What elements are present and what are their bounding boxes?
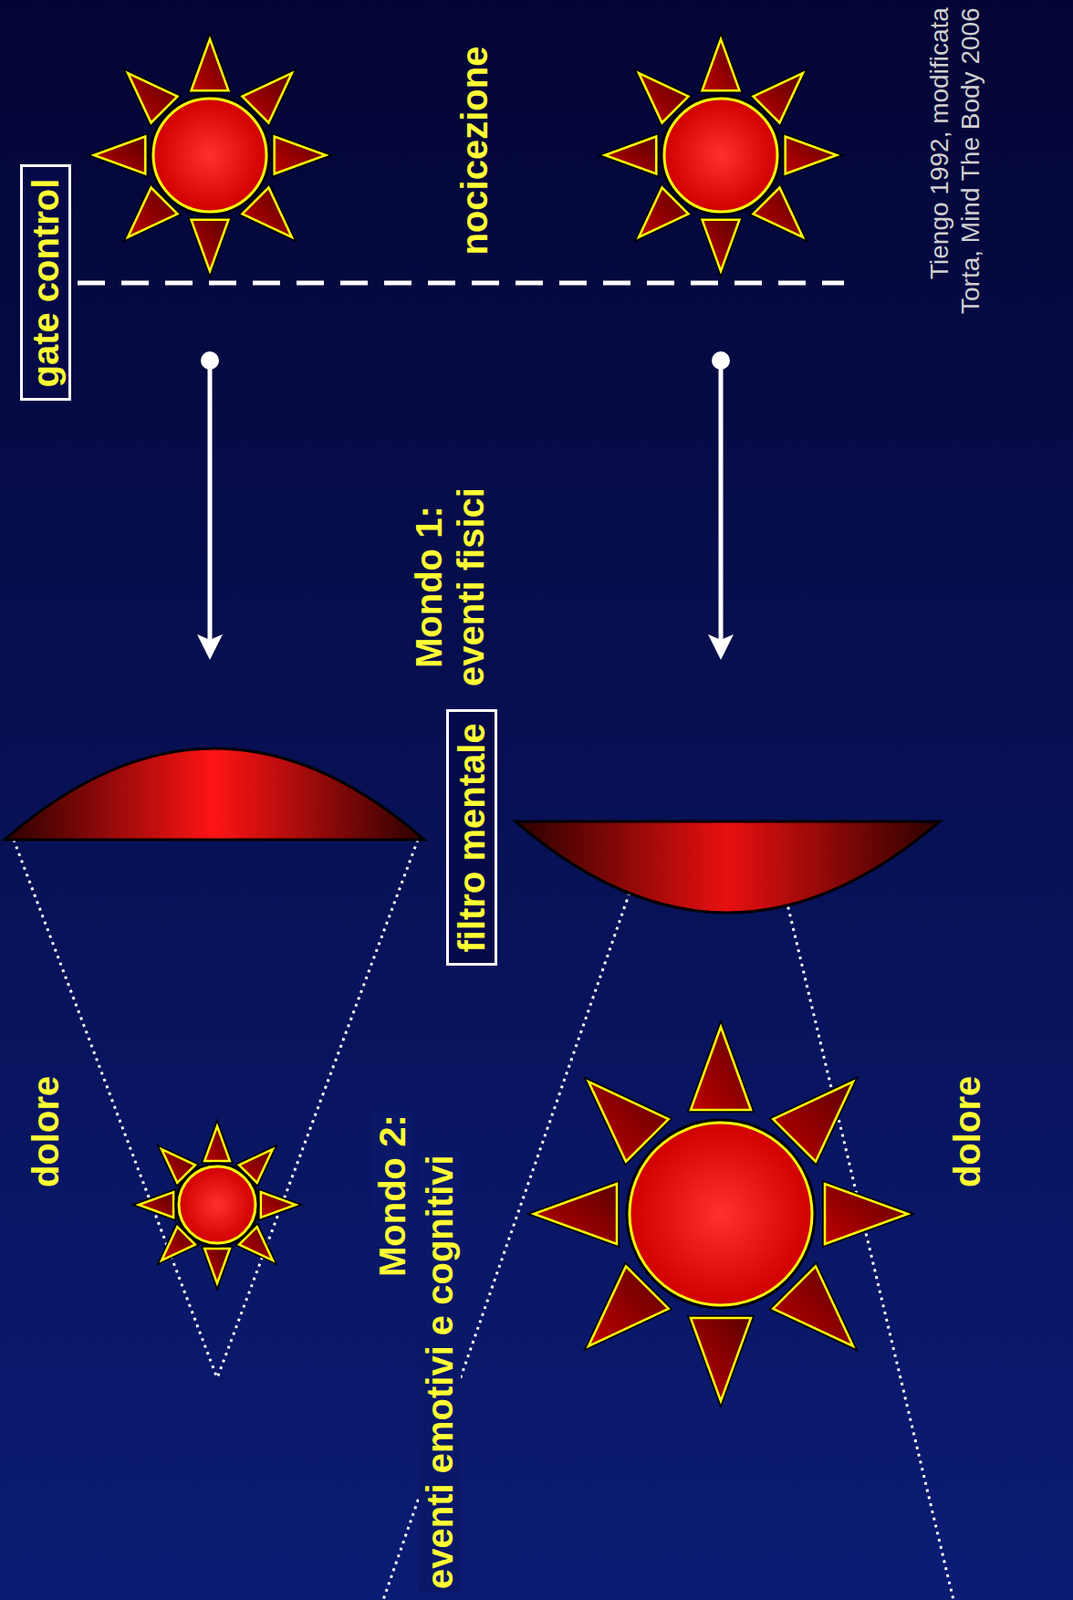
pain-sun — [604, 39, 837, 271]
arrow — [708, 351, 734, 660]
caption-label: nocicezione — [453, 46, 496, 256]
text-box: gate control — [20, 165, 72, 402]
caption-label: Mondo 2: — [371, 1110, 414, 1281]
box-label: gate control — [24, 178, 67, 388]
pain-sun — [93, 39, 326, 271]
citation: Torta, Mind The Body 2006 — [956, 7, 986, 314]
arrow — [197, 351, 223, 660]
lens — [515, 821, 940, 913]
caption-label: Mondo 1: — [407, 505, 450, 668]
text-box: filtro mentale — [446, 709, 498, 967]
pain-sun — [533, 1026, 908, 1401]
lens — [4, 748, 425, 840]
caption-label: dolore — [946, 1075, 989, 1188]
caption-label: eventi fisici — [449, 487, 492, 687]
gate-line — [77, 281, 844, 286]
pain-sun — [138, 1125, 296, 1283]
box-label: filtro mentale — [450, 723, 493, 953]
suns — [93, 39, 908, 1401]
caption-label: eventi emotivi e cognitivi — [418, 1150, 461, 1593]
caption-label: dolore — [24, 1075, 67, 1188]
citation: Tiengo 1992, modificata — [925, 7, 955, 280]
